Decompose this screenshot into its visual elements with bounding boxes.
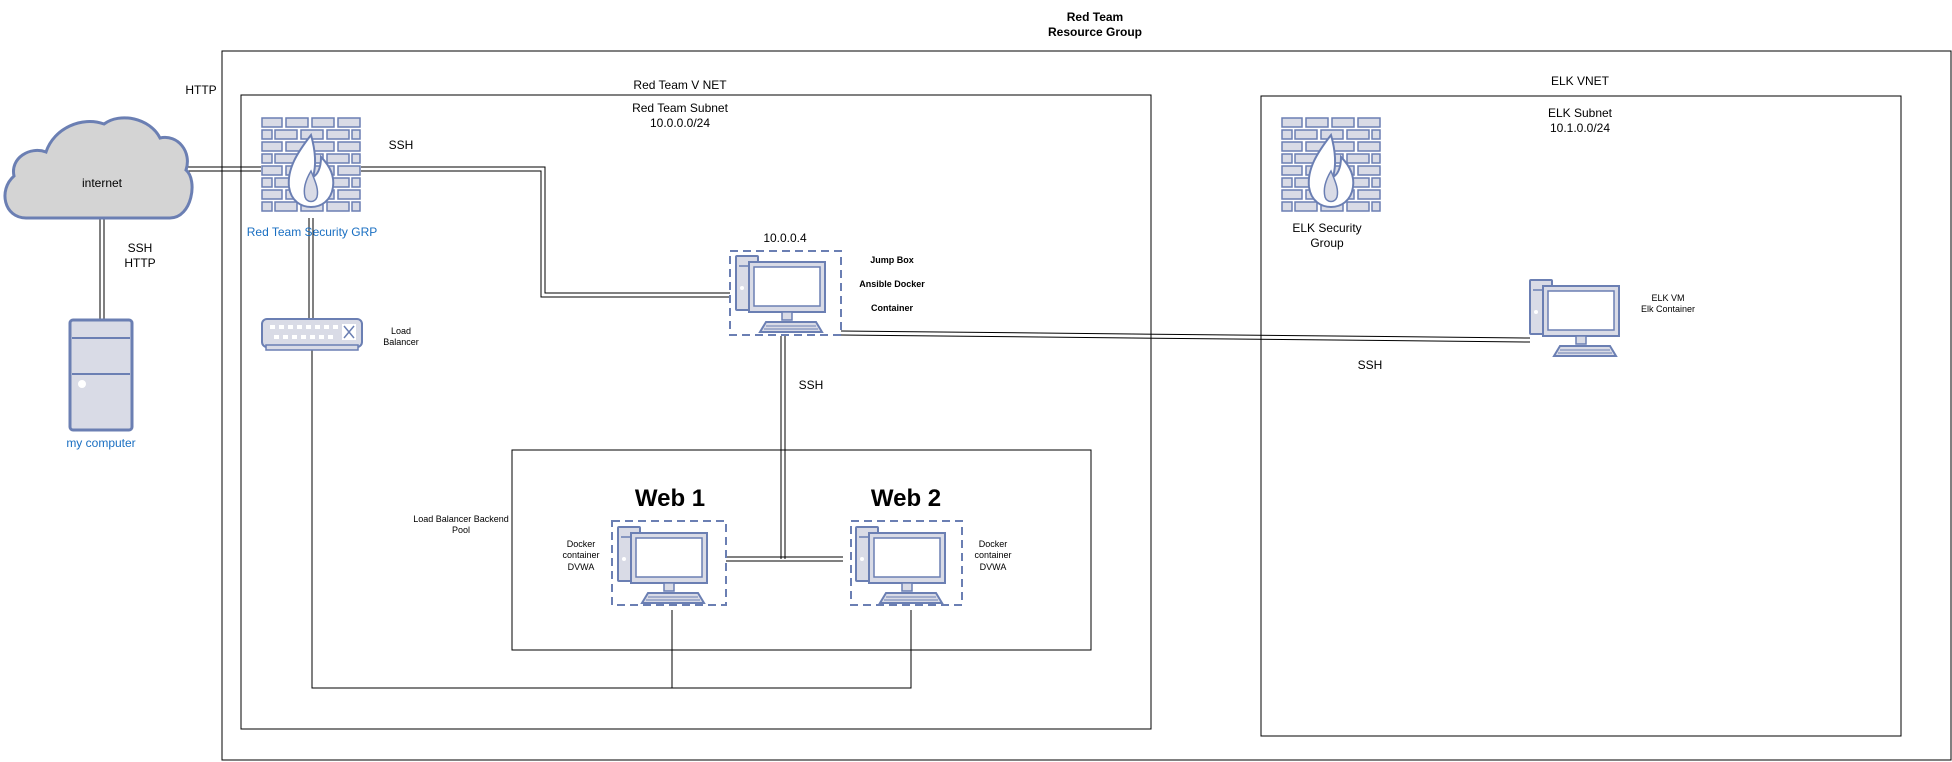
jumpbox-name-label: Jump Box <box>870 255 914 265</box>
web1-title: Web 1 <box>634 485 706 512</box>
jumpbox-selection-frame <box>729 250 842 336</box>
http-connection-label: HTTP <box>185 83 217 97</box>
web2-title: Web 2 <box>870 485 942 512</box>
connector-jumpbox-webs <box>726 336 843 562</box>
firewall-icon <box>260 116 362 218</box>
elk-vnet-boundary <box>1260 95 1902 737</box>
ssh-connection-label: SSH <box>388 138 414 152</box>
internet-label: internet <box>81 176 123 190</box>
jumpbox-ip-label: 10.0.0.4 <box>763 231 807 245</box>
workstation-icon <box>617 526 708 604</box>
workstation-icon <box>735 255 826 333</box>
connector-jumpbox-elk <box>840 330 1531 343</box>
red-team-vnet-boundary <box>240 94 1152 730</box>
cloud-icon <box>3 116 194 220</box>
jumpbox-ansible-label: Ansible Docker <box>859 279 925 289</box>
desktop-computer-icon <box>68 318 134 432</box>
ssh-jump-elk-label: SSH <box>1357 358 1383 372</box>
red-team-vnet-title: Red Team V NET <box>633 78 727 92</box>
resource-group-boundary <box>221 50 1952 761</box>
connector-internet-mycomputer <box>99 218 105 320</box>
firewall-icon <box>1280 116 1382 218</box>
connector-firewall-loadbalancer <box>308 218 314 320</box>
workstation-icon <box>855 526 946 604</box>
load-balancer-icon <box>261 318 363 351</box>
workstation-icon <box>1529 279 1620 357</box>
ssh-jump-web-label: SSH <box>798 378 824 392</box>
jumpbox-container-label: Container <box>870 303 913 313</box>
connector-firewall-jumpbox <box>355 166 730 298</box>
my-computer-label: my computer <box>66 436 136 450</box>
web2-selection-frame <box>850 520 963 606</box>
backend-pool-boundary <box>511 449 1092 651</box>
red-team-security-group-label: Red Team Security GRP <box>246 225 378 239</box>
web1-selection-frame <box>611 520 727 606</box>
elk-vnet-title: ELK VNET <box>1550 74 1610 88</box>
connector-loadbalancer-webs <box>311 350 912 689</box>
